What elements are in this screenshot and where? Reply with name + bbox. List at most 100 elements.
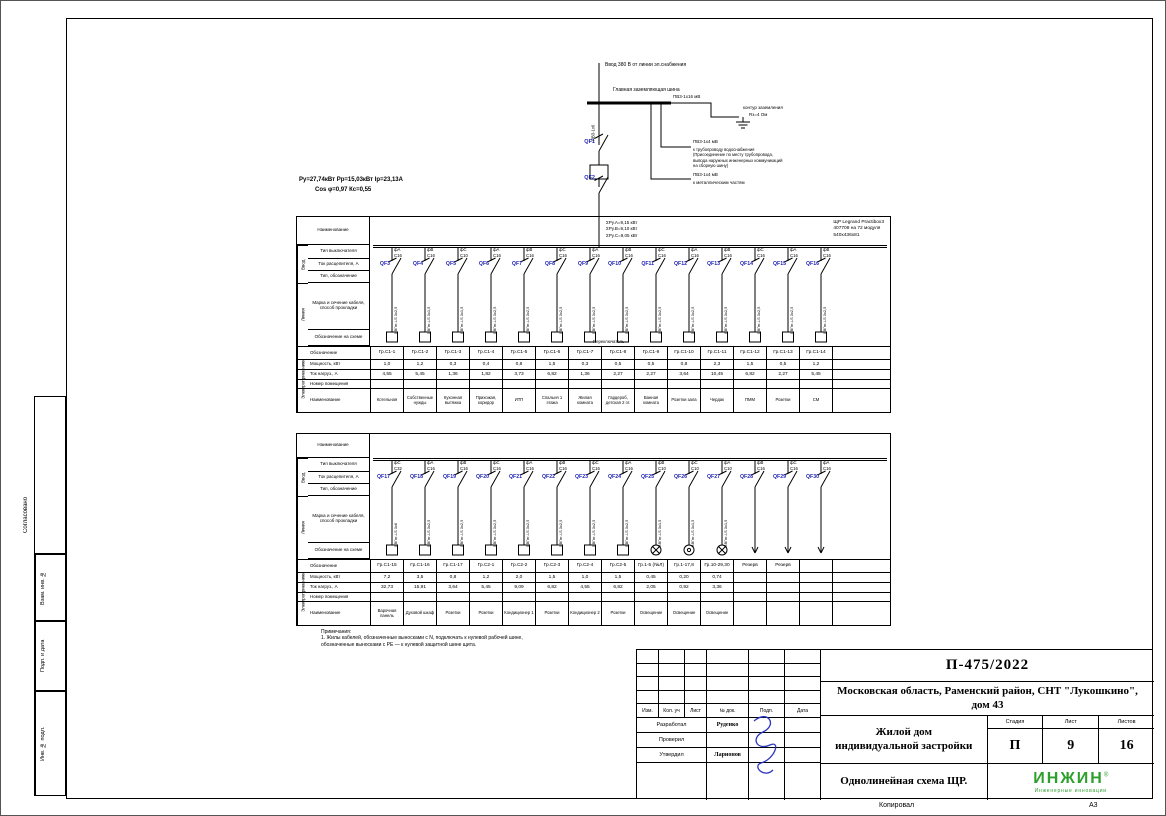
breaker-id: QF29	[773, 474, 786, 480]
cable-label: ВВГнг-LS 3х2,5	[690, 306, 695, 334]
revision-cell	[707, 663, 749, 677]
table-cell	[701, 380, 734, 388]
table-cell	[734, 380, 767, 388]
board-info-line: 540х436х81	[833, 232, 860, 238]
table-row: Номер помещения	[297, 593, 890, 602]
stub-row: Тип выключателя	[308, 458, 369, 472]
breaker-id: QF26	[674, 474, 687, 480]
breaker-id: QF5	[445, 261, 456, 267]
table-cell	[734, 602, 767, 625]
breaker-id: QF15	[773, 261, 786, 267]
phase-label: фС	[658, 247, 665, 252]
phase-sum: ΣРу.А=9,15 кВт	[606, 220, 638, 225]
cable-label: ВВГнг-LS 3х2,5	[657, 306, 662, 334]
cable-label: ВВГнг-LS 3х2,5	[525, 519, 530, 547]
pe-main-label: ПВ3-1х16 мВ	[673, 94, 701, 99]
sig-row-developed: Разработал Руденко	[637, 718, 820, 733]
table-cell	[734, 593, 767, 601]
breaker-glyph	[452, 461, 468, 556]
stage-grid-header: Стадия Лист Листов	[987, 716, 1154, 729]
revision-cell	[785, 677, 820, 691]
metal-note: к металлическим частям	[693, 180, 745, 185]
cable-label: ВВГнг-LS 3х2,5	[558, 306, 563, 334]
revision-cell	[659, 677, 685, 691]
revision-cell	[685, 663, 707, 677]
revision-cell	[659, 690, 685, 704]
qf1-label: QF1	[584, 139, 595, 145]
table-cell: 6,82	[536, 370, 569, 379]
sheet-value: 9	[1043, 729, 1100, 763]
breaker-glyph	[683, 248, 699, 343]
table-cell: 6,82	[536, 583, 569, 592]
breaker-glyph	[485, 461, 501, 556]
rating-label: С16	[427, 466, 435, 471]
rating-label: С16	[427, 253, 435, 258]
table-cell: Гр.1-5 (№Л)	[635, 560, 668, 572]
table-cell	[800, 602, 833, 625]
table-cell: Ванная комната	[635, 389, 668, 412]
table-cell	[569, 380, 602, 388]
table-filler	[833, 573, 890, 582]
table-cell: Котельная	[371, 389, 404, 412]
phase-label: фА	[724, 460, 731, 465]
table-cell	[800, 380, 833, 388]
sig-date-cell	[785, 718, 820, 732]
table-cell: 1,0	[569, 573, 602, 582]
table-cell: Гр.1-17,8	[668, 560, 701, 572]
table-cell: 5,45	[404, 370, 437, 379]
table-cell: 0,8	[668, 360, 701, 369]
stub-row: Обозначение на схеме	[308, 543, 369, 559]
sig-date-cell	[785, 748, 820, 762]
revision-cell	[685, 690, 707, 704]
table-cell: Освещение	[668, 602, 701, 625]
table-cell: Розетки	[767, 389, 800, 412]
phase-label: фС	[460, 247, 467, 252]
registered-mark: ®	[1103, 772, 1109, 779]
phase-label: фВ	[559, 460, 566, 465]
table-cell	[569, 593, 602, 601]
logo-text: ИНЖИН®	[1033, 770, 1108, 788]
breaker-glyph	[584, 461, 600, 556]
riser-cable-label: ПВ3-1х6	[590, 124, 596, 142]
revision-cell	[707, 690, 749, 704]
copied-label: Копировал	[879, 802, 915, 809]
breaker-id: QF6	[478, 261, 489, 267]
revision-cell	[707, 650, 749, 664]
breaker-glyph	[815, 248, 831, 343]
cable-label: ВВГнг-LS 3х2,5	[723, 306, 728, 334]
phase-label: фС	[493, 460, 500, 465]
cable-label: ВВГнг-LS 3х6	[393, 522, 398, 547]
board-info-line: ЩР Legrand Practibox3	[833, 220, 884, 225]
phase-label: фС	[559, 247, 566, 252]
table-cell	[437, 593, 470, 601]
phase-label: фА	[691, 247, 698, 252]
col-list: Лист	[685, 704, 707, 717]
breaker-glyph	[650, 461, 666, 556]
table-cell	[767, 380, 800, 388]
table-cell: 15,91	[404, 583, 437, 592]
sig-row-empty	[637, 763, 820, 800]
breaker-id: QF12	[674, 261, 687, 267]
phase-label: фВ	[427, 247, 434, 252]
table-filler	[833, 370, 890, 379]
feeder-params-line1: Ру=27,74кВт Рр=15,03кВт Iр=23,13А	[299, 177, 403, 183]
stub-name-row: Наименование	[297, 434, 369, 458]
cable-label: ВВГнг-LS 3х2,5	[426, 519, 431, 547]
phase-label: фВ	[526, 247, 533, 252]
breaker-id: QF9	[577, 261, 588, 267]
col-dok: № док.	[707, 704, 749, 717]
stub-group-input: Ввод	[297, 245, 308, 283]
table-cell: Гр.С2-2	[503, 560, 536, 572]
cable-label: ВВГнг-LS 3х2,5	[393, 306, 398, 334]
table-cell: Гр.С1-10	[668, 347, 701, 359]
